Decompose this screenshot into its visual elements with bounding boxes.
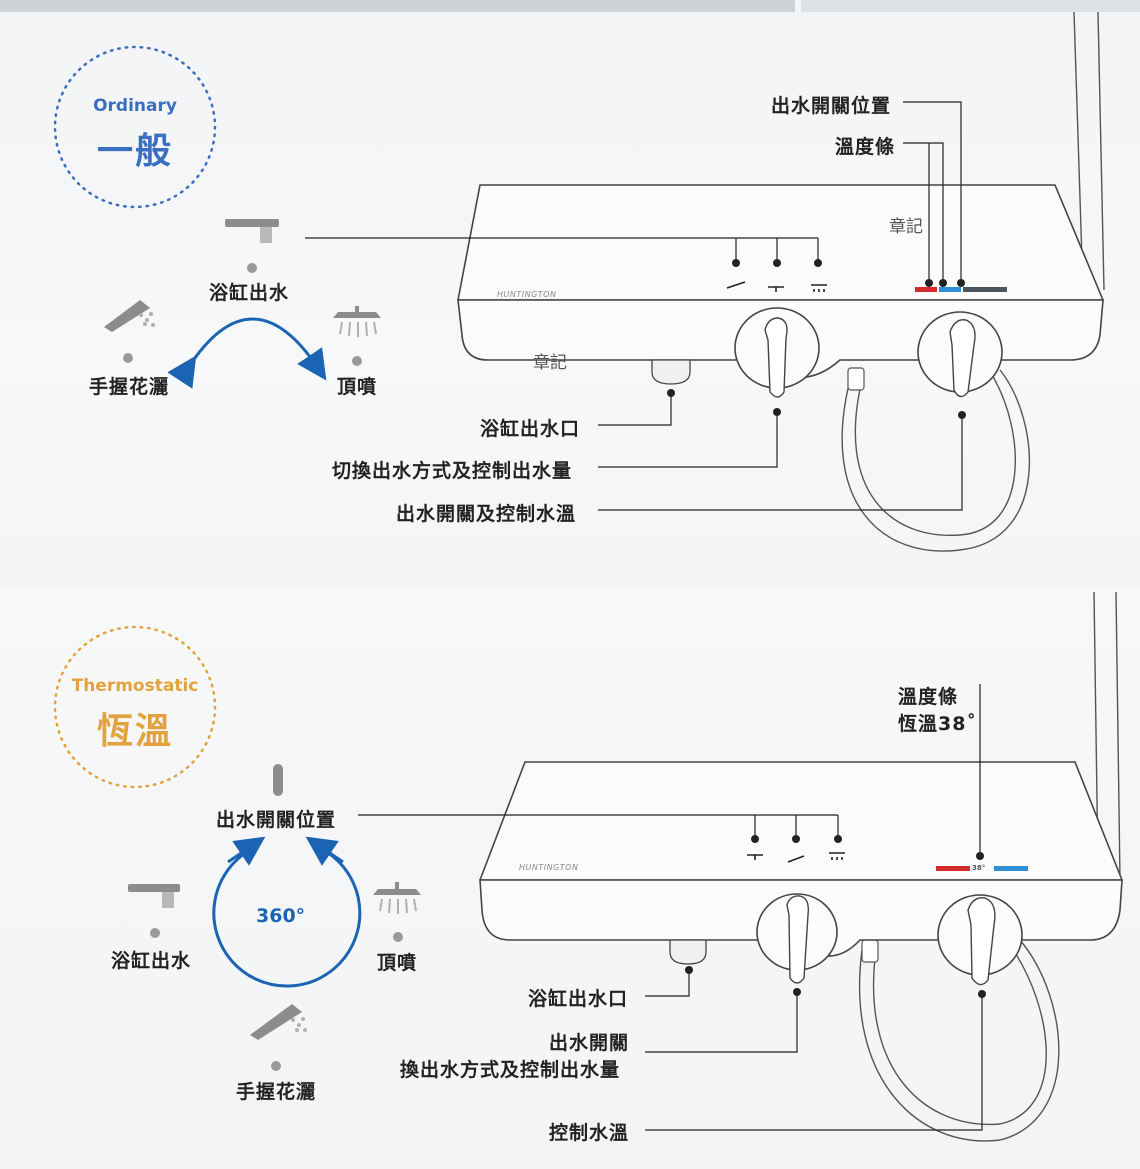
- hose-loop-top: [841, 369, 1030, 552]
- hose-connector-bottom: [861, 939, 879, 963]
- label-thermo38: 恆溫38˚: [898, 713, 977, 735]
- temp-bar-hot-top: [915, 287, 937, 292]
- knob-handle-right-bottom: [967, 897, 996, 986]
- bathtub-mini-icon-b: [747, 854, 763, 860]
- label-valve-position-top: 出水開關位置: [771, 95, 892, 117]
- brand-logo-top: HUNTINGTON: [497, 290, 557, 299]
- label-switch-flow-top: 切換出水方式及控制出水量: [332, 460, 573, 482]
- leader-dots-top: [667, 259, 966, 419]
- rotation-arrow-right: [305, 836, 344, 866]
- ordinary-mode-en: Ordinary: [93, 96, 177, 116]
- label-bathtub-spout-bottom: 浴缸出水口: [528, 988, 629, 1010]
- leader-lines-top: [305, 101, 963, 511]
- rotation-arrow-left: [227, 836, 266, 866]
- overhead-icon-bottom: [373, 882, 421, 942]
- thermostatic-badge: [53, 625, 217, 789]
- hose-loop-bottom: [858, 939, 1060, 1142]
- label-handheld-bottom: 手握花灑: [236, 1081, 317, 1103]
- photo-right: [801, 0, 1140, 12]
- knob-handle-left-top: [764, 317, 788, 398]
- hose-top: [1073, 11, 1083, 261]
- handheld-mini-icon-b: [787, 855, 805, 863]
- ordinary-badge: [53, 45, 217, 209]
- bathtub-icon-bottom: [128, 884, 180, 938]
- handheld-icon-bottom: [250, 1004, 307, 1071]
- glass-mode-icons-top: [726, 281, 827, 292]
- handheld-icon-top: [104, 300, 155, 363]
- temp-bar-cold-bottom: [994, 866, 1028, 871]
- hose-loop-bottom-2: [872, 944, 1047, 1126]
- bathtub-mini-icon: [768, 286, 784, 292]
- label-overhead-top: 頂噴: [337, 376, 378, 398]
- overhead-icon-top: [333, 306, 381, 366]
- handheld-mini-icon: [726, 281, 746, 289]
- stamp-2: 章記: [533, 353, 567, 373]
- stamp-1: 章記: [889, 217, 923, 237]
- label-bathtub-outlet-bottom: 浴缸出水: [111, 950, 192, 972]
- faucet-glass-top: [457, 184, 1104, 301]
- temp-bar-hot-bottom: [936, 866, 970, 871]
- thermo-mode-en: Thermostatic: [71, 676, 199, 696]
- label-temp-bar-top: 溫度條: [835, 136, 896, 158]
- glass-mode-icons-bottom: [747, 852, 845, 863]
- temp-value-mark: 38°: [972, 864, 986, 872]
- label-valve-position-bottom: 出水開關位置: [216, 809, 337, 831]
- label-bathtub-spout-top: 浴缸出水口: [480, 418, 581, 440]
- hose-connector-top: [847, 367, 865, 391]
- switch-arc-top: [167, 317, 327, 389]
- knob-handle-left-bottom: [786, 895, 810, 984]
- valve-position-icon: [273, 764, 283, 796]
- label-bathtub-outlet-top: 浴缸出水: [209, 282, 290, 304]
- knob-handle-right-top: [949, 319, 976, 398]
- leader-dots-bottom: [685, 835, 986, 998]
- label-control-temp-bottom: 控制水溫: [549, 1122, 630, 1144]
- hose-top-2: [1097, 11, 1105, 291]
- label-on-off-bottom: 出水開關: [549, 1032, 630, 1054]
- ordinary-mode-zh: 一般: [96, 131, 173, 172]
- label-switch-flow-bottom: 換出水方式及控制出水量: [400, 1059, 621, 1081]
- label-overhead-bottom: 頂噴: [377, 952, 418, 974]
- thermo-mode-zh: 恆溫: [96, 711, 173, 752]
- label-temp-bar-bottom: 溫度條: [898, 686, 959, 708]
- hose-bottom-2: [1115, 591, 1121, 881]
- rotation-circle: [212, 846, 362, 988]
- hose-loop-top-2: [854, 374, 1016, 537]
- brand-logo-bottom: HUNTINGTON: [519, 863, 579, 872]
- bathtub-spout-bottom: [669, 939, 707, 965]
- label-handheld-top: 手握花灑: [89, 376, 170, 398]
- overhead-mini-icon: [811, 284, 827, 292]
- leader-lines-bottom: [358, 684, 983, 1131]
- bathtub-spout-top: [651, 359, 691, 385]
- bathtub-icon-top: [225, 219, 279, 273]
- label-on-off-temp-top: 出水開關及控制水溫: [396, 503, 577, 525]
- temp-bar-neutral-top: [963, 287, 1007, 292]
- rotation-degree: 360°: [256, 905, 306, 927]
- overhead-mini-icon-b: [829, 852, 845, 860]
- photo-left: [0, 0, 795, 12]
- temp-bar-cold-top: [939, 287, 961, 292]
- photo-strip: [0, 0, 1140, 12]
